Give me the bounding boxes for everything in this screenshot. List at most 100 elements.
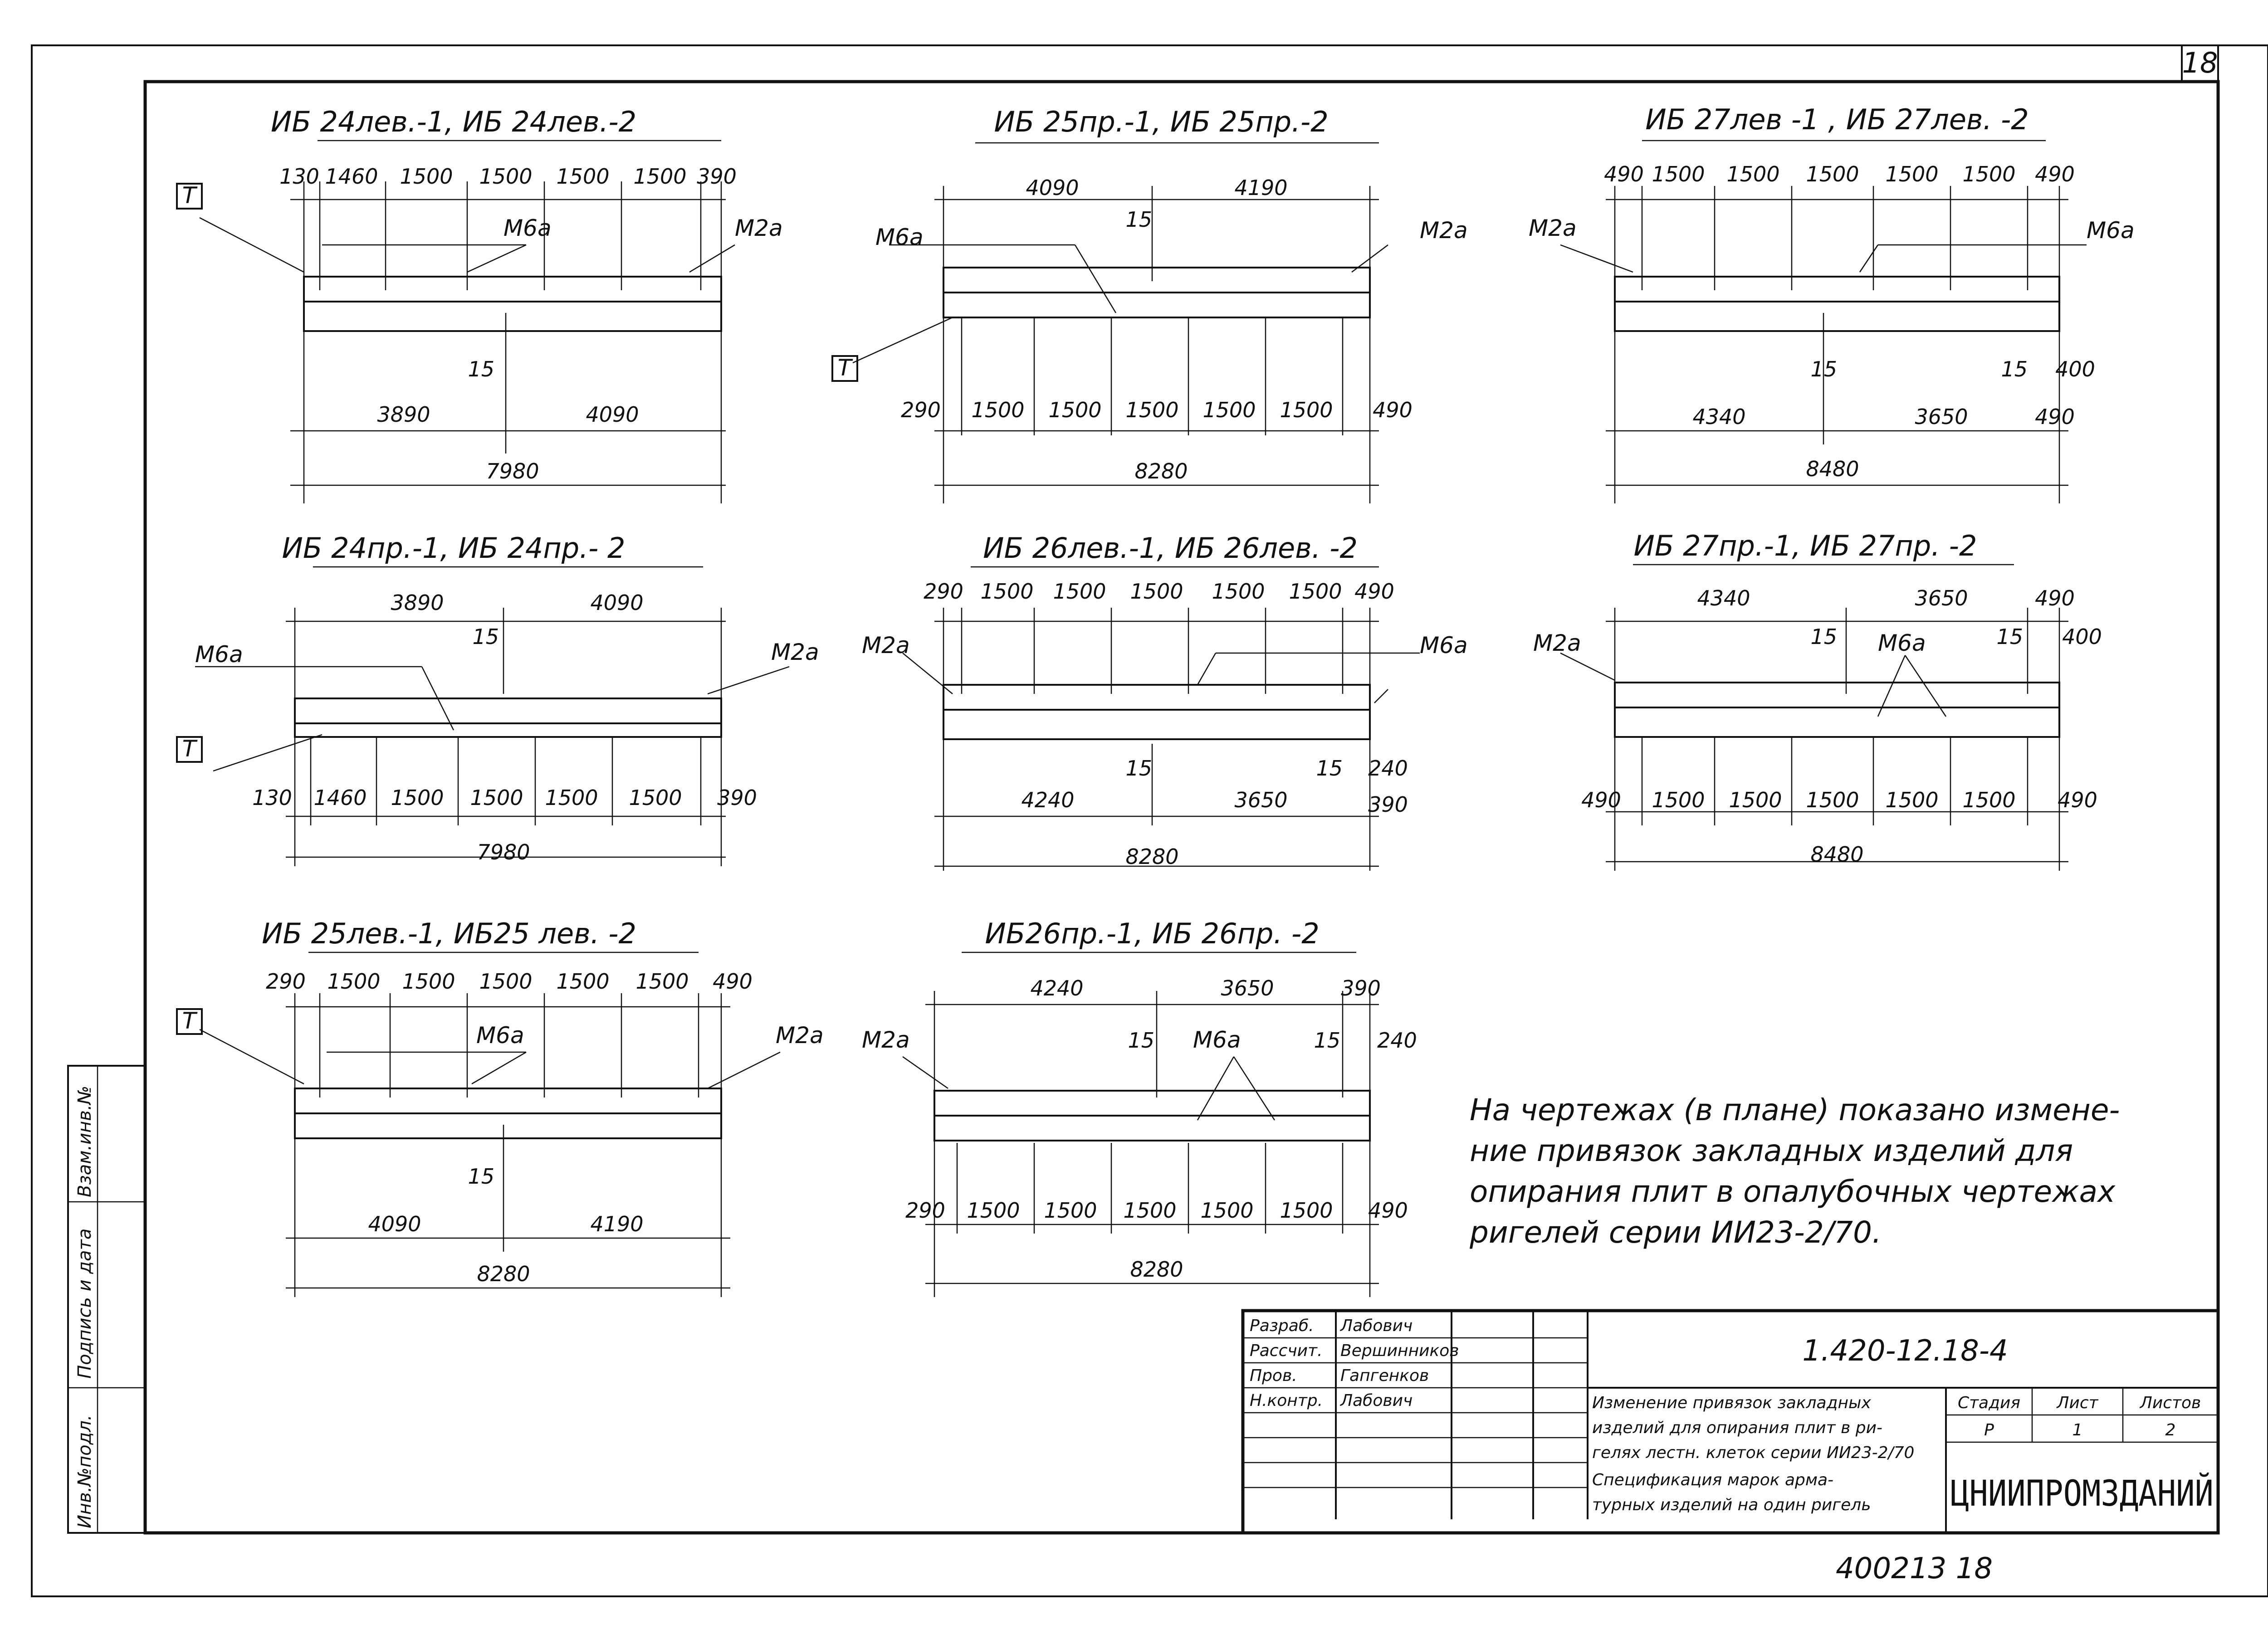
svg-text:290: 290 [901,398,941,422]
mark-left: М2а [862,632,910,658]
svg-text:4090: 4090 [1026,176,1079,200]
beam-title: ИБ 25пр.-1, ИБ 25пр.-2 [994,105,1328,138]
svg-text:1500: 1500 [635,969,689,994]
svg-text:изделий для опирания плит в ри: изделий для опирания плит в ри- [1592,1419,1882,1437]
svg-text:Вершинников: Вершинников [1340,1341,1459,1360]
mark-left: М6а [476,1022,524,1049]
svg-text:1500: 1500 [391,785,444,810]
bottom-note: 400213 18 [1836,1552,1993,1585]
svg-text:1500: 1500 [980,579,1033,604]
svg-text:1500: 1500 [556,969,609,994]
svg-text:4190: 4190 [1234,176,1287,200]
svg-text:1500: 1500 [1806,162,1859,186]
svg-text:490: 490 [2035,162,2075,186]
mark-left: М2а [1533,630,1581,656]
svg-text:15: 15 [1125,207,1152,232]
svg-text:1500: 1500 [1212,579,1265,604]
svg-text:1500: 1500 [1289,579,1342,604]
svg-text:7980: 7980 [486,459,539,483]
svg-text:15: 15 [1314,1028,1340,1053]
svg-text:Лист: Лист [2056,1394,2098,1412]
svg-text:1500: 1500 [1806,788,1859,812]
beam-title: ИБ 27лев -1 , ИБ 27лев. -2 [1645,103,2029,136]
svg-text:1: 1 [2072,1421,2083,1439]
svg-text:1500: 1500 [1280,1198,1333,1223]
svg-text:1500: 1500 [1652,788,1705,812]
svg-text:1500: 1500 [402,969,455,994]
svg-text:130: 130 [252,785,292,810]
svg-text:1500: 1500 [1053,579,1106,604]
svg-text:Пров.: Пров. [1250,1366,1297,1385]
svg-text:490: 490 [713,969,753,994]
sheet-number-box [2181,44,2219,83]
svg-text:4090: 4090 [590,590,643,615]
svg-text:турных изделий на один ригель: турных изделий на один ригель [1592,1496,1871,1514]
svg-text:1460: 1460 [313,785,367,810]
svg-text:4340: 4340 [1697,586,1750,610]
svg-text:1500: 1500 [1726,162,1779,186]
svg-text:8280: 8280 [477,1262,530,1286]
svg-text:4340: 4340 [1692,405,1745,429]
title-block: Разраб. Рассчит. Пров. Н.контр. Лабович … [1241,1309,2220,1535]
svg-text:15: 15 [472,624,499,649]
beam-drawing-3: ИБ 27лев -1 , ИБ 27лев. -2 490 1500 1500… [1529,103,2135,503]
svg-text:1500: 1500 [1125,398,1178,422]
svg-text:На чертежах (в плане) показано: На чертежах (в плане) показано измене- [1470,1093,2120,1127]
beam-drawing-8: ИБ26пр.-1, ИБ 26пр. -2 4240 3650 390 290… [862,917,1417,1297]
svg-text:400: 400 [2055,357,2095,381]
svg-text:гелях лестн. клеток серии ИИ23: гелях лестн. клеток серии ИИ23-2/70 [1592,1444,1914,1462]
svg-text:240: 240 [1368,756,1408,780]
mark-right: М6а [2087,217,2135,244]
svg-text:490: 490 [1604,162,1644,186]
svg-text:1500: 1500 [1885,788,1938,812]
svg-text:490: 490 [1368,1198,1408,1223]
margin-stamp: Инв.№подл. Подпись и дата Взам.инв.№ [67,1065,146,1534]
svg-text:1500: 1500 [1200,1198,1253,1223]
svg-text:опирания плит в опалубочных че: опирания плит в опалубочных чертежах [1470,1174,2116,1209]
svg-text:1500: 1500 [1280,398,1333,422]
mark-right: М2а [1420,217,1468,244]
svg-text:390: 390 [1368,792,1408,817]
beam-drawing-7: ИБ 25лев.-1, ИБ25 лев. -2 Т 290 1500 150… [176,917,824,1297]
margin-label-sign: Подпись и дата [74,1229,95,1379]
svg-text:4190: 4190 [590,1212,643,1236]
svg-text:3650: 3650 [1234,788,1287,812]
svg-text:15: 15 [1996,624,2023,649]
svg-text:1500: 1500 [1202,398,1256,422]
margin-label-vzam: Взам.инв.№ [74,1086,95,1197]
svg-text:4090: 4090 [586,402,639,427]
mark-right: М6а [1878,630,1926,656]
beam-title: ИБ 24лев.-1, ИБ 24лев.-2 [271,105,636,138]
svg-text:Стадия: Стадия [1958,1394,2020,1412]
svg-text:390: 390 [717,785,757,810]
svg-text:Лабович: Лабович [1339,1317,1413,1335]
svg-text:390: 390 [697,164,737,189]
mark-right: М6а [1193,1027,1241,1053]
svg-text:15: 15 [468,357,494,381]
sheet-number: 18 [2182,46,2218,79]
svg-text:1500: 1500 [633,164,686,189]
svg-text:8480: 8480 [1810,842,1863,867]
svg-text:1500: 1500 [1044,1198,1097,1223]
svg-text:4240: 4240 [1021,788,1074,812]
svg-text:400: 400 [2062,624,2102,649]
svg-text:1500: 1500 [1123,1198,1176,1223]
svg-text:7980: 7980 [477,840,530,864]
beam-drawing-1: ИБ 24лев.-1, ИБ 24лев.-2 Т 130 1460 1500… [176,105,783,503]
svg-text:3890: 3890 [391,590,444,615]
svg-text:1500: 1500 [327,969,380,994]
svg-text:1500: 1500 [629,785,682,810]
svg-text:1500: 1500 [1729,788,1782,812]
svg-text:Разраб.: Разраб. [1250,1317,1314,1335]
organization: ЦНИИПРОМЗДАНИЙ [1950,1473,2214,1514]
outer-frame [31,44,2268,1597]
svg-text:1500: 1500 [479,164,532,189]
beam-drawing-4: ИБ 24пр.-1, ИБ 24пр.- 2 Т 3890 4090 130 … [176,532,819,866]
mark-left: М6а [875,224,924,250]
svg-text:15: 15 [1128,1028,1154,1053]
svg-text:290: 290 [905,1198,945,1223]
svg-text:8280: 8280 [1130,1257,1183,1282]
svg-text:130: 130 [279,164,319,189]
svg-text:15: 15 [468,1164,494,1189]
